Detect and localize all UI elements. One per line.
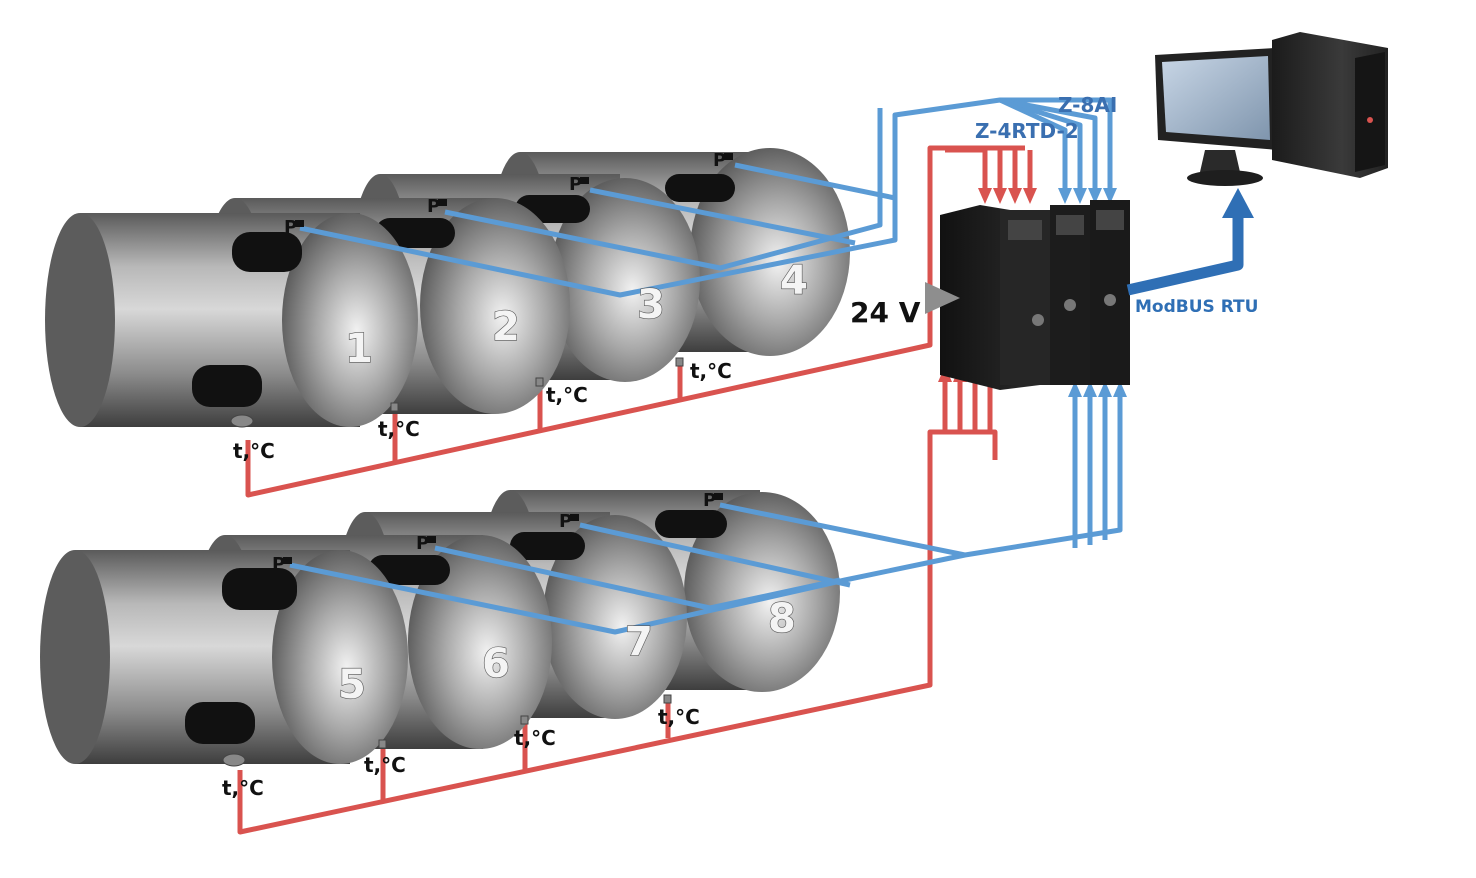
pressure-sensor-label: P: [272, 554, 285, 575]
tank-number-6: 6: [482, 641, 510, 687]
temperature-probe-icon: [378, 739, 387, 749]
pressure-sensor-icon: [714, 493, 723, 500]
modbus-link: [1126, 188, 1254, 296]
tank-number-3: 3: [637, 282, 665, 328]
power-input-arrow: [925, 282, 960, 314]
temperature-probe-icon: [675, 357, 684, 367]
temperature-wiring-top: [245, 145, 1033, 498]
module-label-rtd: Z-4RTD-2: [975, 119, 1079, 143]
temperature-sensor-labels: t,°C t,°C t,°C t,°C t,°C t,°C t,°C t,°C: [222, 359, 732, 800]
tank-number-2: 2: [492, 304, 520, 350]
pressure-sensor-label: P: [569, 174, 582, 195]
tank-number-7: 7: [625, 619, 653, 665]
temperature-sensor-label: t,°C: [514, 726, 556, 750]
pressure-sensor-label: P: [427, 196, 440, 217]
temperature-sensor-label: t,°C: [546, 383, 588, 407]
tank-number-5: 5: [338, 662, 366, 708]
temperature-sensor-label: t,°C: [658, 705, 700, 729]
pressure-wiring-bottom: [289, 395, 1123, 635]
temperature-sensor-label: t,°C: [364, 753, 406, 777]
pressure-sensor-label: P: [703, 490, 716, 511]
pressure-sensor-label: P: [416, 533, 429, 554]
temperature-sensor-label: t,°C: [378, 417, 420, 441]
temperature-sensor-label: t,°C: [690, 359, 732, 383]
modbus-label: ModBUS RTU: [1135, 297, 1258, 317]
pressure-sensor-labels: P P P P P P P P: [272, 150, 726, 575]
pressure-sensor-icon: [580, 177, 589, 184]
pressure-sensor-icon: [438, 199, 447, 206]
pressure-sensor-icon: [427, 536, 436, 543]
temperature-probe-icon: [520, 715, 529, 725]
computer-icon: [1155, 32, 1388, 186]
tank-5: [40, 550, 408, 764]
temperature-probe-icon: [663, 694, 672, 704]
pressure-sensor-icons: [283, 153, 733, 564]
module-z-8ai: [1090, 200, 1130, 385]
module-z-4rtd-2-b: [1050, 205, 1090, 385]
module-z-4rtd-2-a: [940, 205, 1050, 390]
temperature-probe-icons: [222, 357, 684, 767]
pressure-sensor-label: P: [713, 150, 726, 171]
temperature-sensor-label: t,°C: [222, 776, 264, 800]
temperature-sensor-label: t,°C: [233, 439, 275, 463]
tank-number-4: 4: [780, 258, 808, 304]
temperature-probe-icon: [222, 753, 246, 767]
tank-number-8: 8: [768, 596, 796, 642]
pressure-sensor-icon: [283, 557, 292, 564]
pressure-wiring-top: [299, 97, 1113, 298]
pressure-sensor-label: P: [284, 217, 297, 238]
pressure-sensor-icon: [570, 514, 579, 521]
tank-numbers: 1 2 3 4 5 6 7 8: [337, 257, 808, 708]
temperature-probe-icon: [390, 402, 399, 412]
tank-1: [45, 213, 418, 427]
module-label-ai: Z-8AI: [1058, 93, 1117, 117]
temperature-probe-icon: [230, 414, 254, 428]
pressure-sensor-icon: [295, 220, 304, 227]
power-label: 24 V: [850, 296, 921, 329]
pressure-sensor-icon: [724, 153, 733, 160]
pressure-sensor-label: P: [559, 511, 572, 532]
temperature-wiring-bottom: [237, 380, 998, 835]
temperature-probe-icon: [535, 377, 544, 387]
tank-number-1: 1: [345, 326, 373, 372]
